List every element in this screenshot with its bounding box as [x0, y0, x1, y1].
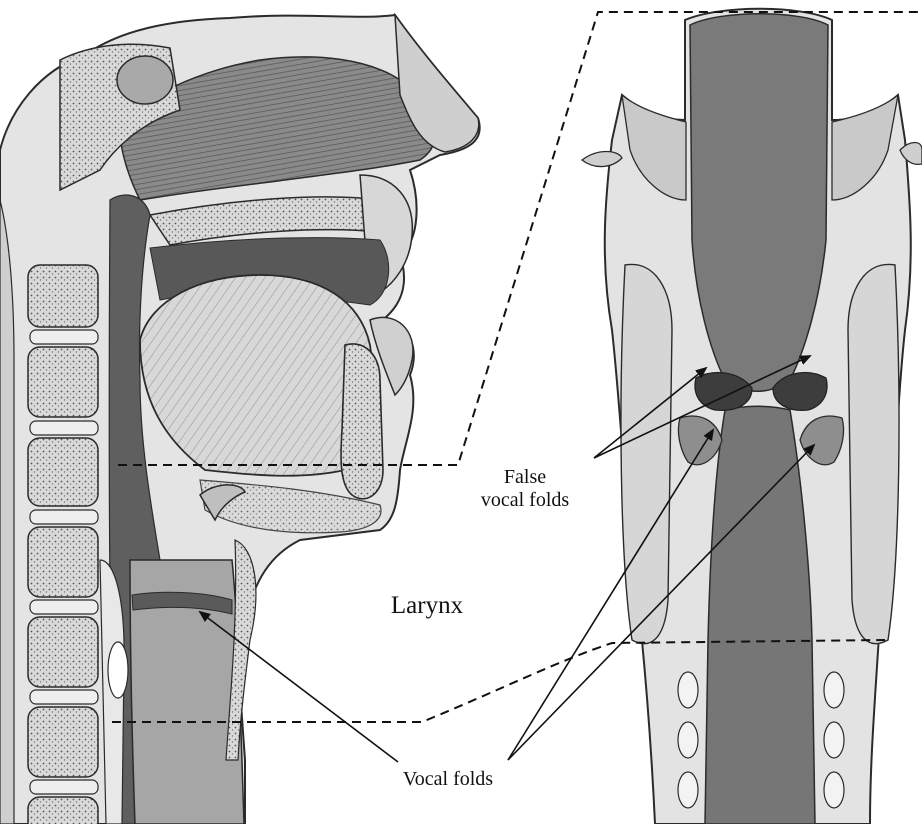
vertebra	[28, 617, 98, 687]
vocal-folds-label: Vocal folds	[378, 768, 518, 791]
intervertebral-disc	[30, 330, 98, 344]
false-vocal-folds-label-line2: vocal folds	[470, 489, 580, 512]
intervertebral-disc	[30, 780, 98, 794]
airway-lumen	[690, 14, 828, 392]
trachea-lumen	[705, 406, 815, 824]
left-thyroid-lamina	[621, 264, 672, 643]
false-vocal-folds-label-line1: False	[470, 466, 580, 489]
sagittal-section	[0, 15, 480, 824]
cricoid-cartilage	[108, 642, 128, 698]
coronal-section	[582, 9, 922, 824]
cervical-spine	[28, 265, 98, 824]
vertebra	[28, 707, 98, 777]
intervertebral-disc	[30, 510, 98, 524]
intervertebral-disc	[30, 421, 98, 435]
vertebra	[28, 265, 98, 327]
mandible	[341, 344, 383, 499]
tracheal-ring	[824, 722, 844, 758]
vertebra	[28, 527, 98, 597]
right-thyroid-lamina	[848, 264, 899, 643]
tracheal-ring	[824, 772, 844, 808]
intervertebral-disc	[30, 600, 98, 614]
false-vocal-folds-label: False vocal folds	[470, 466, 580, 512]
intervertebral-disc	[30, 690, 98, 704]
spinal-cord-canal	[0, 200, 14, 824]
vertebra	[28, 438, 98, 506]
tracheal-ring	[678, 772, 698, 808]
larynx-label: Larynx	[372, 592, 482, 621]
tracheal-ring	[678, 722, 698, 758]
vertebra	[28, 797, 98, 824]
tracheal-ring	[678, 672, 698, 708]
tracheal-ring	[824, 672, 844, 708]
vertebra	[28, 347, 98, 417]
sphenoid-sinus	[117, 56, 173, 104]
